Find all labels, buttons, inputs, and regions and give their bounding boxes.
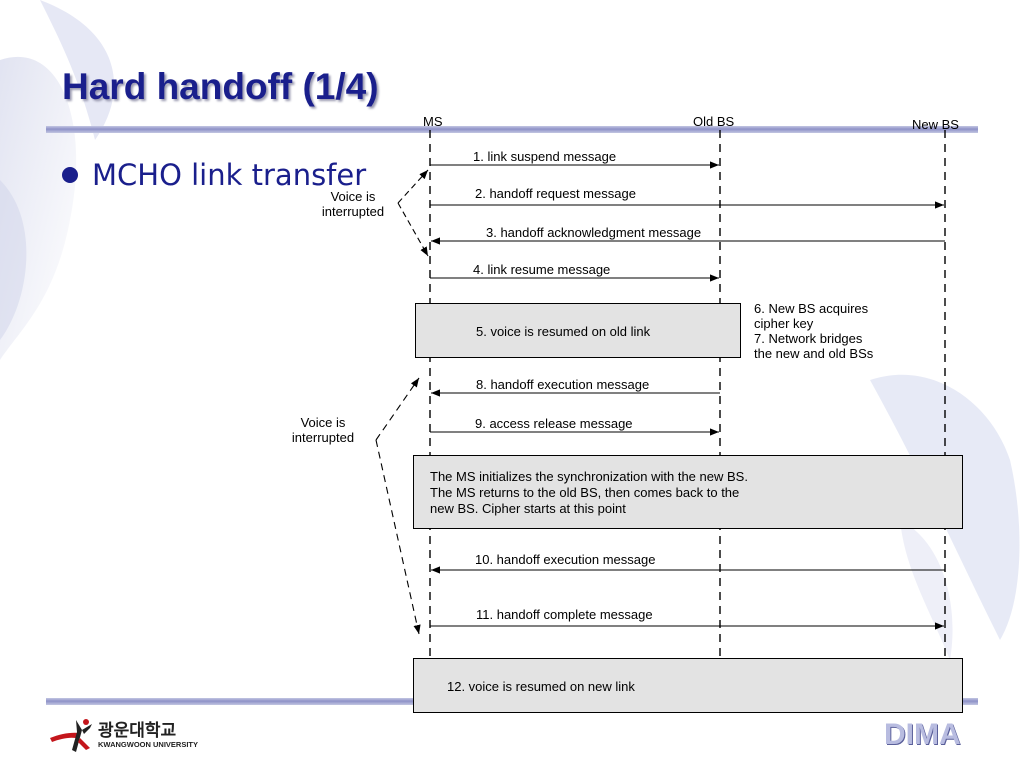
msg-label-2: 2. handoff request message	[475, 186, 636, 201]
msg-label-4: 4. link resume message	[473, 262, 611, 277]
note-line: Voice is	[330, 189, 376, 204]
university-logo-icon	[50, 719, 92, 752]
dima-brand-logo: DIMA	[884, 718, 961, 751]
note-line: the new and old BSs	[754, 346, 874, 361]
note-line: interrupted	[321, 204, 385, 219]
note-line: 7. Network bridges	[754, 331, 863, 346]
university-name-english: KWANGWOON UNIVERSITY	[98, 740, 199, 749]
process-box-12: 12. voice is resumed on new link	[413, 658, 963, 713]
bullet-item: MCHO link transfer	[62, 158, 366, 192]
top-divider	[46, 126, 978, 133]
msg-label-10: 10. handoff execution message	[475, 552, 656, 567]
entity-old-bs-label: Old BS	[693, 114, 735, 129]
process-box-sync: The MS initializes the synchronization w…	[413, 455, 963, 529]
process-box-sync-line-2: The MS returns to the old BS, then comes…	[430, 485, 740, 500]
page-title: Hard handoff (1/4)	[62, 66, 379, 107]
bullet-text: MCHO link transfer	[92, 158, 367, 192]
entity-ms-label: MS	[423, 114, 443, 129]
interrupt-pointer-1	[397, 169, 429, 204]
bullet-dot-icon	[62, 167, 78, 183]
note-line: 6. New BS acquires	[754, 301, 869, 316]
msg-label-8: 8. handoff execution message	[476, 377, 650, 392]
university-name-korean: 광운대학교	[98, 721, 177, 741]
msg-label-3: 3. handoff acknowledgment message	[486, 225, 702, 240]
note-steps-6-7: 6. New BS acquires cipher key 7. Network…	[754, 301, 873, 361]
process-box-5-text: 5. voice is resumed on old link	[476, 324, 651, 339]
note-line: cipher key	[754, 316, 814, 331]
msg-label-11: 11. handoff complete message	[476, 607, 653, 622]
interrupt-pointer-4	[375, 439, 421, 635]
interrupt-pointer-3	[375, 377, 420, 441]
process-box-12-text: 12. voice is resumed on new link	[447, 679, 635, 694]
process-box-sync-line-3: new BS. Cipher starts at this point	[430, 501, 626, 516]
note-voice-interrupted-2: Voice is interrupted	[284, 415, 362, 445]
msg-label-1: 1. link suspend message	[473, 149, 617, 164]
msg-label-9: 9. access release message	[475, 416, 633, 431]
process-box-5: 5. voice is resumed on old link	[415, 303, 741, 358]
interrupt-pointer-2	[397, 202, 429, 257]
note-line: Voice is	[300, 415, 346, 430]
note-line: interrupted	[291, 430, 355, 445]
process-box-sync-line-1: The MS initializes the synchronization w…	[430, 469, 748, 484]
note-voice-interrupted-1: Voice is interrupted	[315, 189, 391, 219]
entity-new-bs-label: New BS	[912, 117, 959, 132]
